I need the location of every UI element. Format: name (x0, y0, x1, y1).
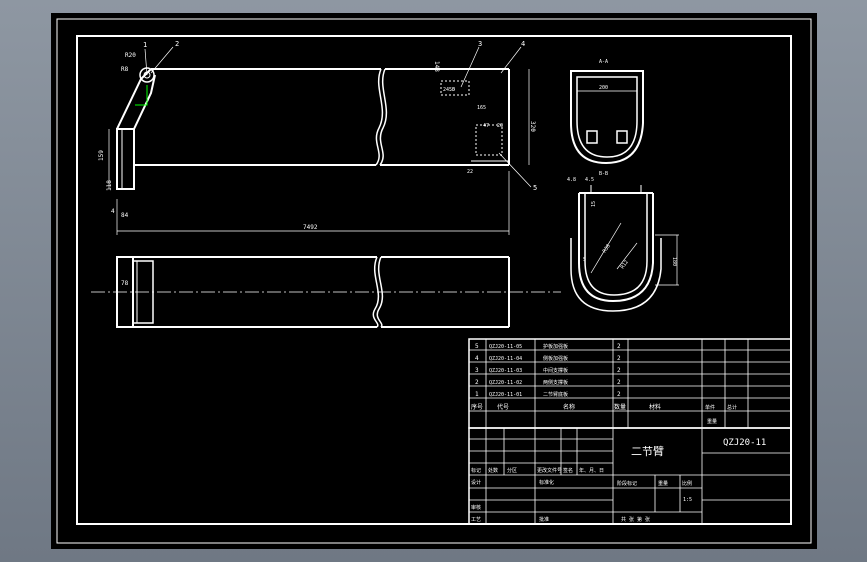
dim-sec2-r38: R38 (602, 243, 612, 254)
dim-22: 22 (467, 169, 473, 175)
balloon-2: 2 (175, 40, 179, 48)
title-row-label: 年、月、日 (579, 467, 604, 474)
dim-50: 50 (449, 87, 455, 93)
dim-sec2-45: 4.5 (585, 177, 594, 183)
bom-row-qty: 2 (617, 379, 621, 386)
bom-header-weight: 重量 (707, 418, 717, 425)
title-process: 工艺 (471, 517, 481, 523)
bom-header-single: 单件 (705, 404, 715, 411)
bom-row-no: 2 (475, 379, 479, 386)
title-standardization: 标准化 (539, 479, 554, 486)
front-view (116, 67, 510, 190)
dim-height-left: 159 (98, 150, 105, 161)
title-scale-value: 1:5 (683, 497, 692, 503)
title-designer: 设计 (471, 479, 481, 486)
dim-sec1-width: 200 (599, 85, 608, 91)
dim-height-right: 320 (529, 121, 536, 132)
bom-header-name: 名称 (563, 403, 575, 411)
outer-frame (56, 18, 812, 544)
bom-row-qty: 2 (617, 367, 621, 374)
dim-165: 165 (477, 105, 486, 111)
dim-r20: R20 (125, 52, 136, 59)
section-b-label: B-B (599, 171, 608, 177)
bom-row-qty: 2 (617, 343, 621, 350)
section-a-label: A-A (599, 59, 608, 65)
dim-r8: R8 (121, 66, 129, 73)
bom-header-total: 总计 (727, 404, 737, 411)
dim-plan-78: 78 (121, 280, 129, 287)
front-view-dimensions: 7492 320 159 118 4 84 R20 R8 148 24.5 50… (98, 52, 536, 235)
title-sheets: 共 张 第 张 (621, 516, 650, 523)
bom-row-no: 5 (475, 343, 479, 350)
balloons: 1 2 3 4 5 (143, 40, 537, 192)
balloon-4: 4 (521, 40, 525, 48)
title-stage-mark: 阶段标记 (617, 480, 637, 487)
bom-row-name: 二节臂底板 (543, 391, 568, 398)
bom-row-code: QZJ20-11-05 (489, 344, 522, 350)
drawing-number: QZJ20-11 (723, 438, 766, 448)
dim-sec2-180: 180 (671, 257, 677, 266)
bom-row-qty: 2 (617, 355, 621, 362)
plan-view: 78 (91, 256, 561, 328)
title-row-label: 处数 (488, 467, 498, 474)
title-reviewer: 审核 (471, 504, 481, 511)
cad-viewport[interactable]: 7492 320 159 118 4 84 R20 R8 148 24.5 50… (51, 13, 817, 549)
bom-row-no: 4 (475, 355, 479, 362)
title-approve: 批准 (539, 516, 549, 523)
dim-top-245: 24.5 (443, 87, 455, 93)
title-block (468, 427, 792, 525)
title-scale: 比例 (682, 480, 692, 487)
inner-frame (76, 35, 792, 525)
dim-20: 20 (497, 123, 503, 129)
cad-drawing: 7492 320 159 118 4 84 R20 R8 148 24.5 50… (56, 18, 812, 544)
bom-row-code: QZJ20-11-01 (489, 392, 522, 398)
bom-row-no: 3 (475, 367, 479, 374)
bom-row-no: 1 (475, 391, 479, 398)
dim-top-148: 148 (433, 61, 440, 72)
section-a-a: A-A 200 (570, 59, 644, 165)
title-row-label: 更改文件号 (537, 467, 562, 474)
dim-4: 4 (111, 208, 115, 215)
bom-row-name: 中间支撑板 (543, 367, 568, 374)
bom-row-code: QZJ20-11-04 (489, 356, 522, 362)
bom-row-name: 侧板加强板 (543, 355, 568, 362)
dim-118: 118 (106, 180, 113, 191)
dim-sec2-15: 15 (591, 201, 597, 207)
dim-overall-length: 7492 (303, 224, 318, 231)
title-row-label: 签名 (563, 467, 573, 474)
part-name: 二节臂 (631, 445, 664, 458)
bom-table (468, 338, 792, 429)
dim-sec2-r12: R12 (620, 259, 630, 270)
title-row-label: 分区 (507, 467, 517, 474)
bom-header-seq: 序号 (471, 403, 483, 411)
bom-row-name: 两侧支撑板 (543, 379, 568, 386)
bom-header-qty: 数量 (614, 403, 626, 411)
bom-row-name: 护板加强板 (543, 343, 568, 350)
bom-header-code: 代号 (497, 403, 509, 411)
dim-sec2-5: 5 (583, 257, 586, 263)
dim-47: 47 (483, 123, 489, 129)
bom-row-qty: 2 (617, 391, 621, 398)
balloon-5: 5 (533, 184, 537, 192)
bom-header-material: 材料 (649, 403, 661, 411)
section-b-b: B-B 180 R38 R12 4.8 4.5 15 5 (567, 171, 679, 312)
title-block-text: 二节臂 QZJ20-11 标记处数 分区 更改文件号签名年、月、日设计 标准化审核工艺 批准… (471, 438, 766, 523)
dim-sec2-left: 4.8 (567, 177, 576, 183)
dim-84: 84 (121, 212, 129, 219)
title-row-label: 标记 (471, 467, 481, 474)
balloon-1: 1 (143, 41, 147, 49)
bom-row-code: QZJ20-11-02 (489, 380, 522, 386)
title-weight: 重量 (658, 480, 668, 487)
bom-row-code: QZJ20-11-03 (489, 368, 522, 374)
balloon-3: 3 (478, 40, 482, 48)
